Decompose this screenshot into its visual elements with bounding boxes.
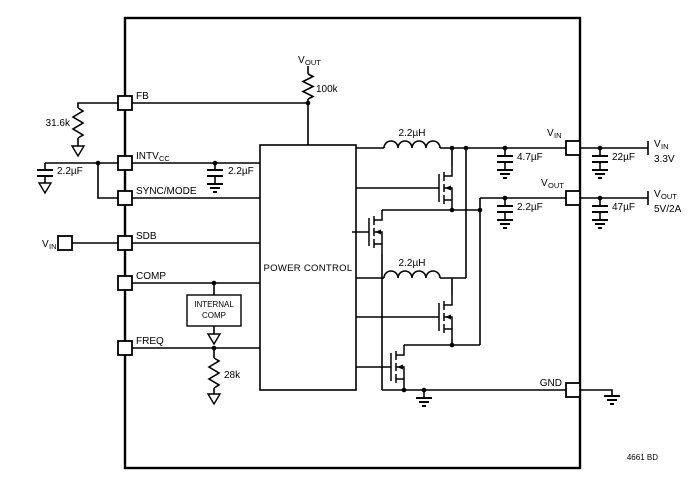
pin-label-vin-sub: IN — [554, 131, 562, 140]
terminal-label-vout-sub: OUT — [661, 192, 677, 201]
power-control-label: POWER CONTROL — [264, 263, 353, 274]
resistor-28k-body — [207, 357, 221, 389]
ground-gnd-pin — [604, 395, 620, 405]
internal-comp-block: INTERNAL COMP — [186, 294, 242, 327]
value-cap-intvcc-internal: 2.2µF — [228, 166, 254, 177]
pin-label-sync-mode: SYNC/MODE — [136, 186, 197, 197]
terminal-value-vin: 3.3V — [654, 154, 675, 165]
ground-arrow-internal-comp — [206, 333, 222, 346]
internal-comp-label-line1: INTERNAL — [194, 300, 234, 309]
ground-arrow-28k — [206, 393, 222, 406]
arrow-grounds — [37, 145, 222, 406]
value-cap-intvcc-external: 2.2µF — [57, 166, 83, 177]
pin-box-vin — [565, 140, 581, 156]
power-control-block: POWER CONTROL — [259, 144, 357, 391]
figure-number: 4661 BD — [627, 453, 658, 462]
mosfet-switch-a — [421, 165, 453, 211]
inductor-phase1-body — [383, 140, 441, 149]
pin-label-comp: COMP — [136, 271, 166, 282]
ground-power-stage — [416, 397, 432, 407]
value-cap-vout-internal: 2.2µF — [517, 202, 543, 213]
ground-intvcc-internal — [207, 183, 223, 193]
ground-cvin-internal — [497, 169, 513, 179]
internal-comp-label-line2: COMP — [202, 311, 226, 320]
value-inductor-phase1: 2.2µH — [399, 128, 426, 139]
ground-cvin-external — [592, 169, 608, 179]
pin-label-intvcc-sub: CC — [159, 154, 170, 163]
pin-label-gnd: GND — [540, 378, 562, 389]
value-resistor-100k: 100k — [316, 84, 339, 95]
pin-boxes — [57, 95, 581, 398]
pin-box-fb — [117, 95, 133, 111]
pin-label-sdb: SDB — [136, 231, 157, 242]
pin-box-gnd — [565, 382, 581, 398]
value-cap-vout-external: 47µF — [612, 202, 635, 213]
net-label-vout-sense: V — [298, 55, 305, 66]
resistor-100k-body — [301, 73, 315, 100]
pin-label-vin: V — [547, 128, 554, 139]
capacitor-intvcc-external-body — [37, 169, 53, 177]
terminal-box-vin-sdb — [57, 235, 73, 251]
pin-box-sdb — [117, 235, 133, 251]
pin-label-intvcc: INTV — [136, 151, 159, 162]
terminal-label-vin: V — [654, 139, 661, 150]
mosfet-switch-c — [421, 294, 453, 340]
wires — [37, 66, 649, 398]
terminal-label-vout: V — [654, 189, 661, 200]
value-resistor-31-6k: 31.6k — [46, 118, 71, 129]
pin-label-vout: V — [541, 178, 548, 189]
capacitor-vin-external-body — [592, 155, 608, 163]
terminal-value-vout: 5V/2A — [654, 204, 682, 215]
pin-box-intvcc — [117, 155, 133, 171]
pin-label-vout-sub: OUT — [548, 181, 564, 190]
value-resistor-28k: 28k — [224, 370, 241, 381]
ground-cvout-internal — [497, 219, 513, 229]
capacitor-vin-internal-body — [497, 155, 513, 163]
inductor-phase2-body — [383, 270, 441, 279]
capacitor-vout-external-body — [592, 205, 608, 213]
ground-arrow-31-6k — [70, 145, 86, 158]
net-label-vout-sense-sub: OUT — [305, 58, 321, 67]
junction-dots — [95, 100, 603, 393]
capacitor-intvcc-internal-body — [207, 169, 223, 177]
pin-label-freq: FREQ — [136, 336, 164, 347]
pin-box-vout — [565, 190, 581, 206]
pin-box-freq — [117, 340, 133, 356]
value-cap-vin-internal: 4.7µF — [517, 152, 543, 163]
pin-box-comp — [117, 275, 133, 291]
resistor-31-6k-body — [71, 107, 85, 139]
terminal-label-vin-sub: IN — [661, 142, 669, 151]
pin-label-fb: FB — [136, 91, 149, 102]
value-cap-vin-external: 22µF — [612, 152, 635, 163]
pin-box-sync-mode — [117, 190, 133, 206]
net-label-sdb-tie-sub: IN — [49, 242, 57, 251]
ground-symbols — [207, 169, 620, 407]
ground-cvout-external — [592, 219, 608, 229]
ground-arrow-cap-external — [37, 182, 53, 195]
value-inductor-phase2: 2.2µH — [399, 258, 426, 269]
net-label-sdb-tie: V — [42, 239, 49, 250]
capacitor-vout-internal-body — [497, 205, 513, 213]
mosfet-switch-d — [373, 344, 405, 390]
